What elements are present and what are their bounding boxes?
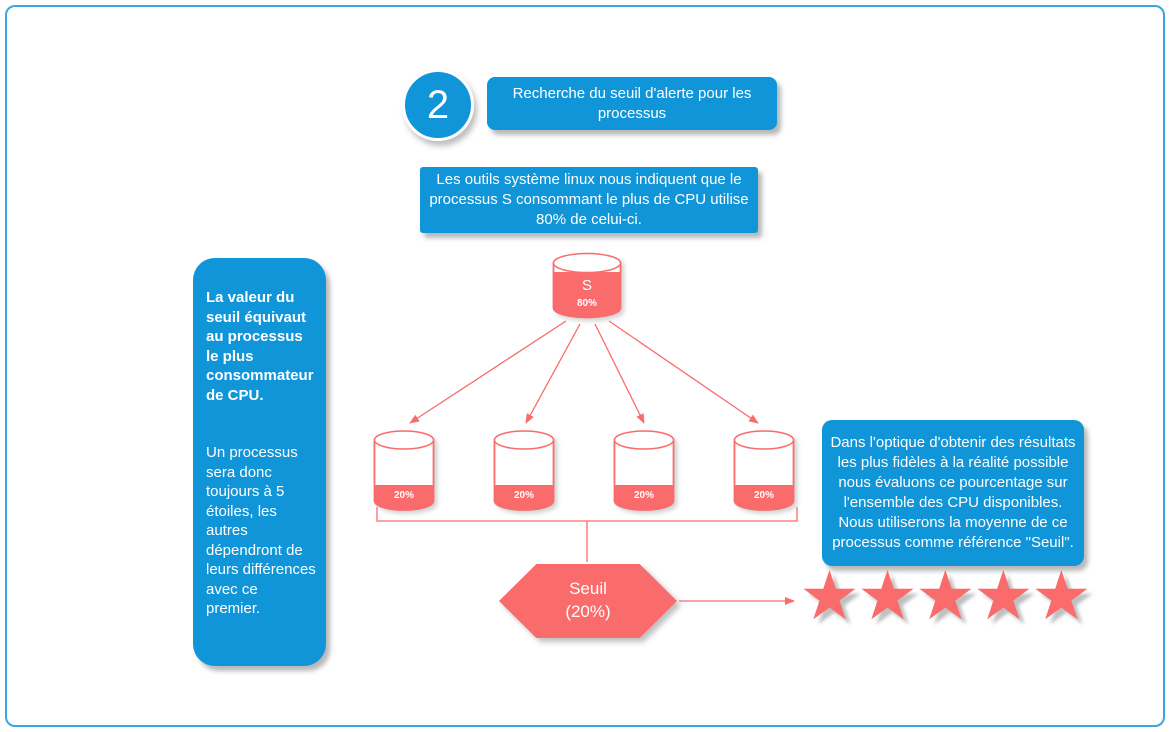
step-title: Recherche du seuil d'alerte pour les pro…: [512, 85, 752, 122]
cpu-cylinder-1-percent: 20%: [394, 490, 414, 501]
right-note-text: Dans l'optique d'obtenir des résultats l…: [830, 434, 1076, 551]
page-border: [5, 5, 1165, 727]
top-note-box: Les outils système linux nous indiquent …: [420, 167, 758, 233]
cpu-cylinder-3-percent: 20%: [634, 490, 654, 501]
top-note-text: Les outils système linux nous indiquent …: [429, 171, 749, 228]
left-note-bold-text: La valeur du seuil équivaut au processus…: [206, 289, 314, 404]
step-number: 2: [426, 82, 450, 127]
seuil-label: Seuil: [569, 579, 607, 599]
cpu-cylinder-4: 20%: [733, 430, 795, 511]
rating-stars: ★★★★★: [799, 558, 1092, 634]
main-cylinder-percent: 80%: [577, 298, 597, 309]
main-cylinder-label: S: [582, 277, 592, 294]
left-note-box: La valeur du seuil équivaut au processus…: [193, 258, 326, 666]
seuil-value: (20%): [565, 602, 611, 621]
cpu-cylinder-2-percent: 20%: [514, 490, 534, 501]
step-number-badge: 2: [402, 69, 474, 141]
seuil-hexagon-shape: Seuil (20%): [499, 564, 677, 638]
cpu-cylinder-4-percent: 20%: [754, 490, 774, 501]
cpu-cylinder-1: 20%: [373, 430, 435, 511]
left-note-text: Un processus sera donc toujours à 5 étoi…: [206, 444, 316, 617]
cpu-cylinder-2: 20%: [493, 430, 555, 511]
right-note-box: Dans l'optique d'obtenir des résultats l…: [822, 420, 1084, 566]
step-title-box: Recherche du seuil d'alerte pour les pro…: [487, 77, 777, 130]
cpu-cylinder-3: 20%: [613, 430, 675, 511]
main-process-cylinder: S 80%: [552, 252, 622, 319]
seuil-hexagon: Seuil (20%): [499, 564, 677, 638]
